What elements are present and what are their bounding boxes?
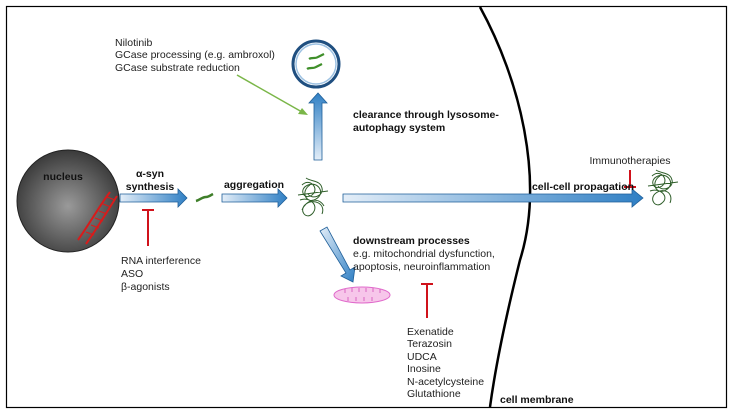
inhibit-propagation-icon [624, 170, 636, 188]
downstream-drug: N-acetylcysteine [407, 376, 484, 388]
promote-arrow [236, 74, 308, 115]
synthesis-drug: ASO [121, 268, 143, 280]
cell-membrane-line [478, 6, 532, 408]
downstream-drug: UDCA [407, 351, 437, 363]
synthesis-label-2: synthesis [126, 181, 175, 193]
downstream-drug: Glutathione [407, 388, 461, 400]
nucleus: nucleus [16, 149, 120, 253]
downstream-drug: Exenatide [407, 326, 454, 338]
propagated-aggregate-icon [647, 169, 679, 206]
nucleus-label: nucleus [43, 171, 83, 183]
mitochondrion-icon [333, 286, 391, 304]
synthesis-drug: β-agonists [121, 281, 170, 293]
aggregation-arrow [221, 188, 288, 208]
clearance-label: clearance through lysosome- [353, 109, 499, 121]
propagation-drug: Immunotherapies [589, 155, 670, 167]
downstream-desc-2: apoptosis, neuroinflammation [353, 261, 490, 273]
clearance-arrow [308, 92, 328, 161]
clearance-drug: Nilotinib [115, 37, 153, 49]
synthesis-drug: RNA interference [121, 255, 201, 267]
propagation-arrow [342, 188, 644, 208]
clearance-drug: GCase substrate reduction [115, 62, 240, 74]
downstream-drug: Terazosin [407, 338, 452, 350]
synthesis-arrow [119, 188, 188, 208]
synthesis-label: α-syn [136, 168, 164, 180]
dna-icon [77, 191, 118, 245]
aggregation-label: aggregation [224, 179, 284, 191]
propagation-label: cell-cell propagation [532, 181, 634, 193]
inhibit-downstream-icon [421, 283, 433, 318]
downstream-desc: e.g. mitochondrial dysfunction, [353, 248, 495, 260]
monomer-icon [195, 192, 214, 203]
aggregate-icon [297, 177, 329, 217]
clearance-label-2: autophagy system [353, 122, 445, 134]
frame [5, 5, 728, 409]
downstream-drug: Inosine [407, 363, 441, 375]
inhibit-synthesis-icon [142, 209, 154, 246]
clearance-drug: GCase processing (e.g. ambroxol) [115, 49, 275, 61]
downstream-title: downstream processes [353, 235, 470, 247]
downstream-arrow [319, 226, 356, 283]
lysosome-icon [291, 39, 341, 89]
cell-membrane-label: cell membrane [500, 394, 574, 406]
